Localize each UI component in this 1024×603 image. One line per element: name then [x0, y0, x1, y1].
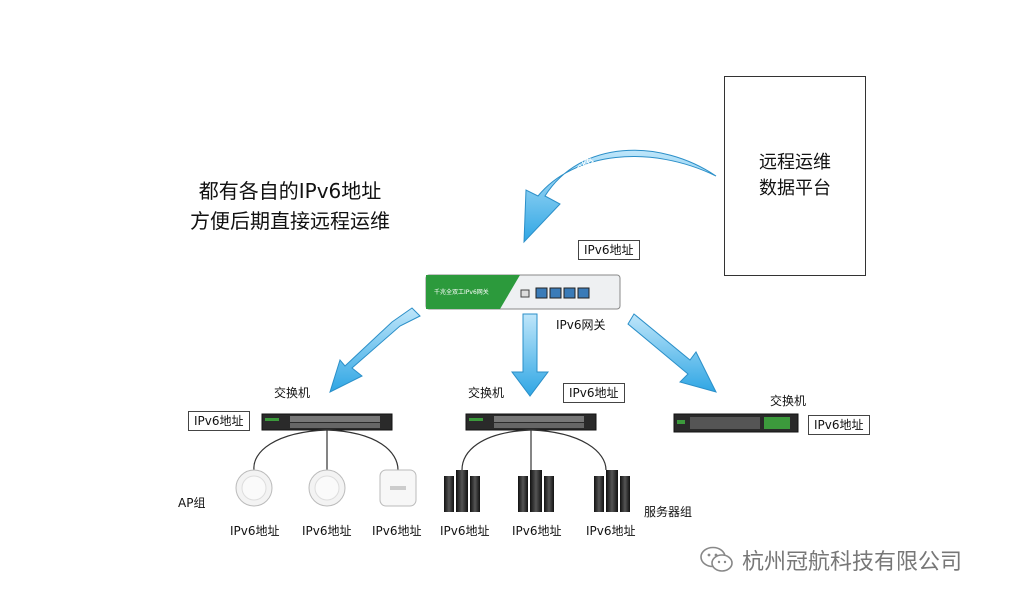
server-ipv6-label-1: IPv6地址 [440, 524, 490, 538]
switch-left-label: 交换机 [274, 386, 311, 400]
arrow-label: IPv6网络 [557, 153, 596, 197]
gateway-label: IPv6网关 [556, 318, 606, 332]
server-rack-1 [444, 470, 480, 512]
wechat-icon [700, 546, 733, 572]
headline-line-1: 都有各自的IPv6地址 [198, 179, 382, 203]
ap-connections [253, 429, 399, 471]
switch-middle-device [465, 413, 597, 431]
gateway-ipv6-tag: IPv6地址 [578, 240, 640, 260]
ap-ipv6-label-2: IPv6地址 [302, 524, 352, 538]
arrow-to-switch-left [329, 307, 421, 393]
server-connections [461, 429, 607, 471]
switch-right-label: 交换机 [770, 394, 807, 408]
arrow-to-switch-right [627, 313, 717, 393]
ap-device-1 [235, 469, 273, 507]
ap-ipv6-label-1: IPv6地址 [230, 524, 280, 538]
ap-device-2 [308, 469, 346, 507]
remote-ops-platform: 远程运维 数据平台 [724, 76, 866, 276]
server-ipv6-label-3: IPv6地址 [586, 524, 636, 538]
switch-left-device [261, 413, 393, 431]
switch-left-ipv6-tag: IPv6地址 [188, 411, 250, 431]
switch-middle-label: 交换机 [468, 386, 505, 400]
platform-line-2: 数据平台 [759, 178, 831, 199]
watermark-text: 杭州冠航科技有限公司 [742, 550, 963, 575]
ipv6-gateway-device [425, 274, 621, 310]
server-group-label: 服务器组 [644, 505, 693, 519]
headline-line-2: 方便后期直接远程运维 [190, 209, 390, 233]
server-rack-3 [594, 470, 630, 512]
ap-ipv6-label-3: IPv6地址 [372, 524, 422, 538]
server-ipv6-label-2: IPv6地址 [512, 524, 562, 538]
switch-middle-ipv6-tag: IPv6地址 [563, 383, 625, 403]
ap-group-label: AP组 [178, 496, 206, 510]
gateway-front-text: 千兆全双工IPv6网关 [434, 288, 489, 296]
switch-right-device [673, 413, 799, 433]
watermark: 杭州冠航科技有限公司 [700, 544, 962, 576]
server-rack-2 [518, 470, 554, 512]
platform-line-1: 远程运维 [759, 152, 831, 173]
switch-right-ipv6-tag: IPv6地址 [808, 415, 870, 435]
ipv6-network-arrow [523, 149, 717, 244]
headline: 都有各自的IPv6地址 方便后期直接远程运维 [190, 176, 390, 236]
arrow-to-switch-middle [511, 313, 549, 397]
ap-device-3 [379, 469, 417, 507]
